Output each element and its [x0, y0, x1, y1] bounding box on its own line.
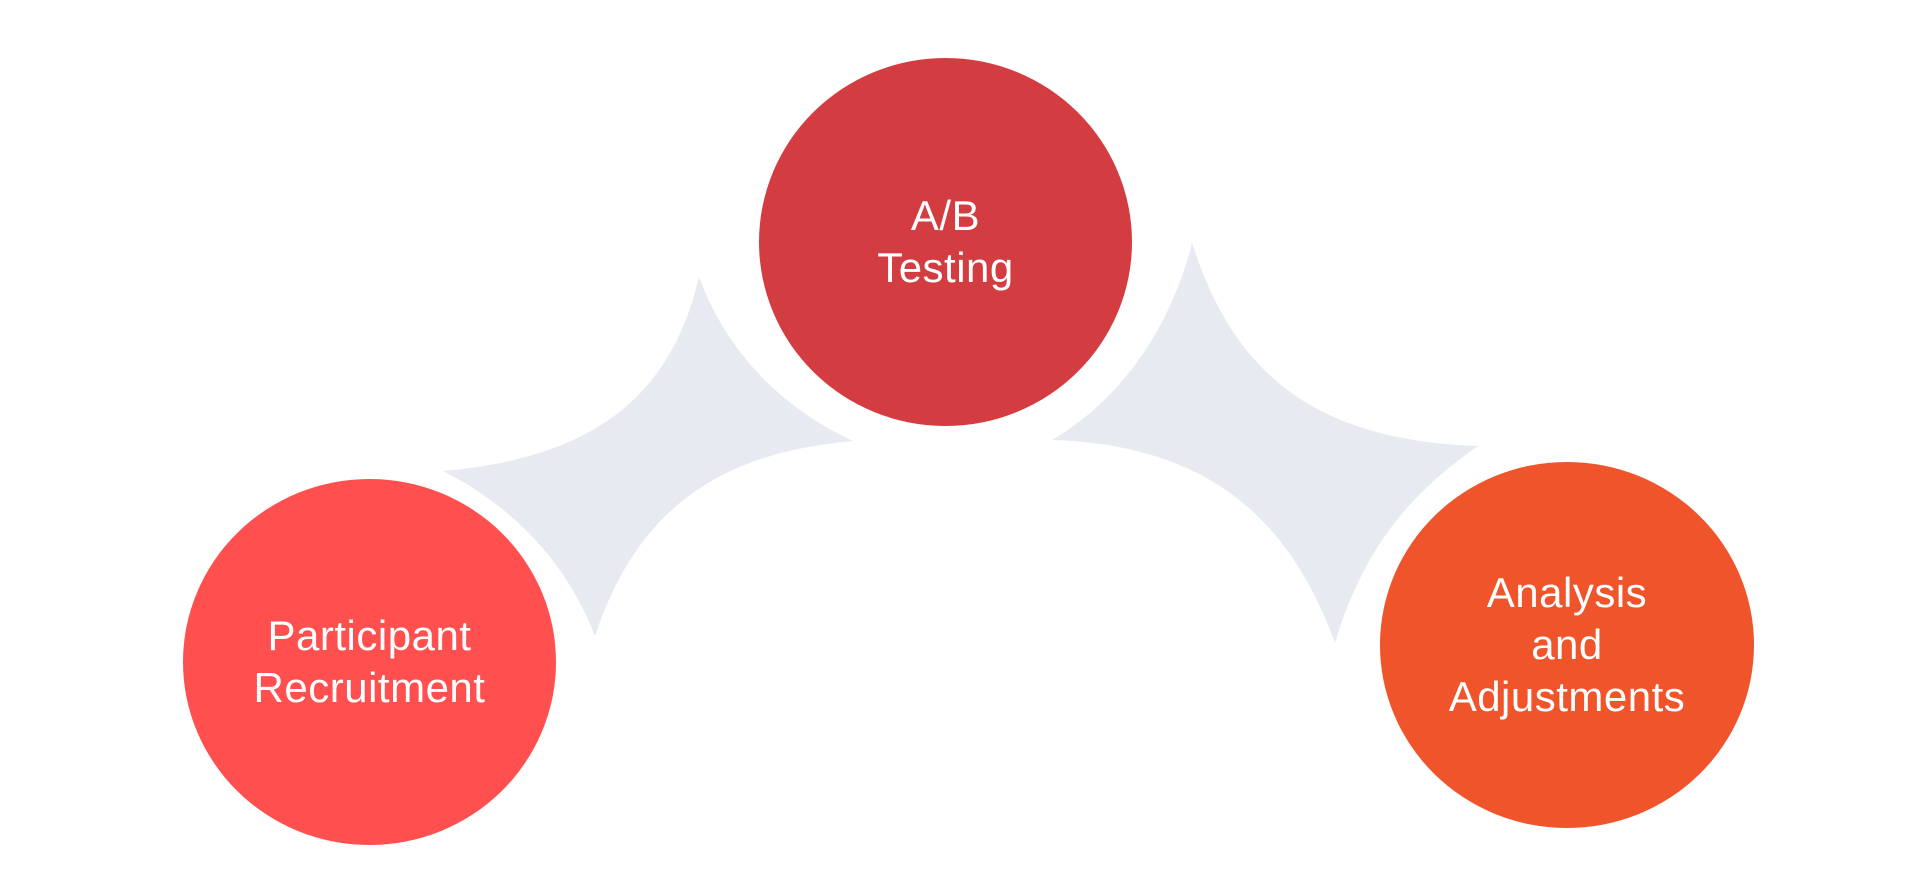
node-ab-testing: A/B Testing	[759, 58, 1132, 426]
connector-recruitment-to-testing	[443, 277, 853, 636]
node-analysis-adjustments: Analysis and Adjustments	[1380, 462, 1754, 828]
node-label-participant-recruitment: Participant Recruitment	[253, 612, 486, 711]
node-participant-recruitment: Participant Recruitment	[183, 479, 556, 845]
node-label-analysis-adjustments: Analysis and Adjustments	[1448, 569, 1686, 720]
connector-testing-to-analysis	[1052, 243, 1478, 643]
node-label-ab-testing: A/B Testing	[877, 192, 1014, 291]
